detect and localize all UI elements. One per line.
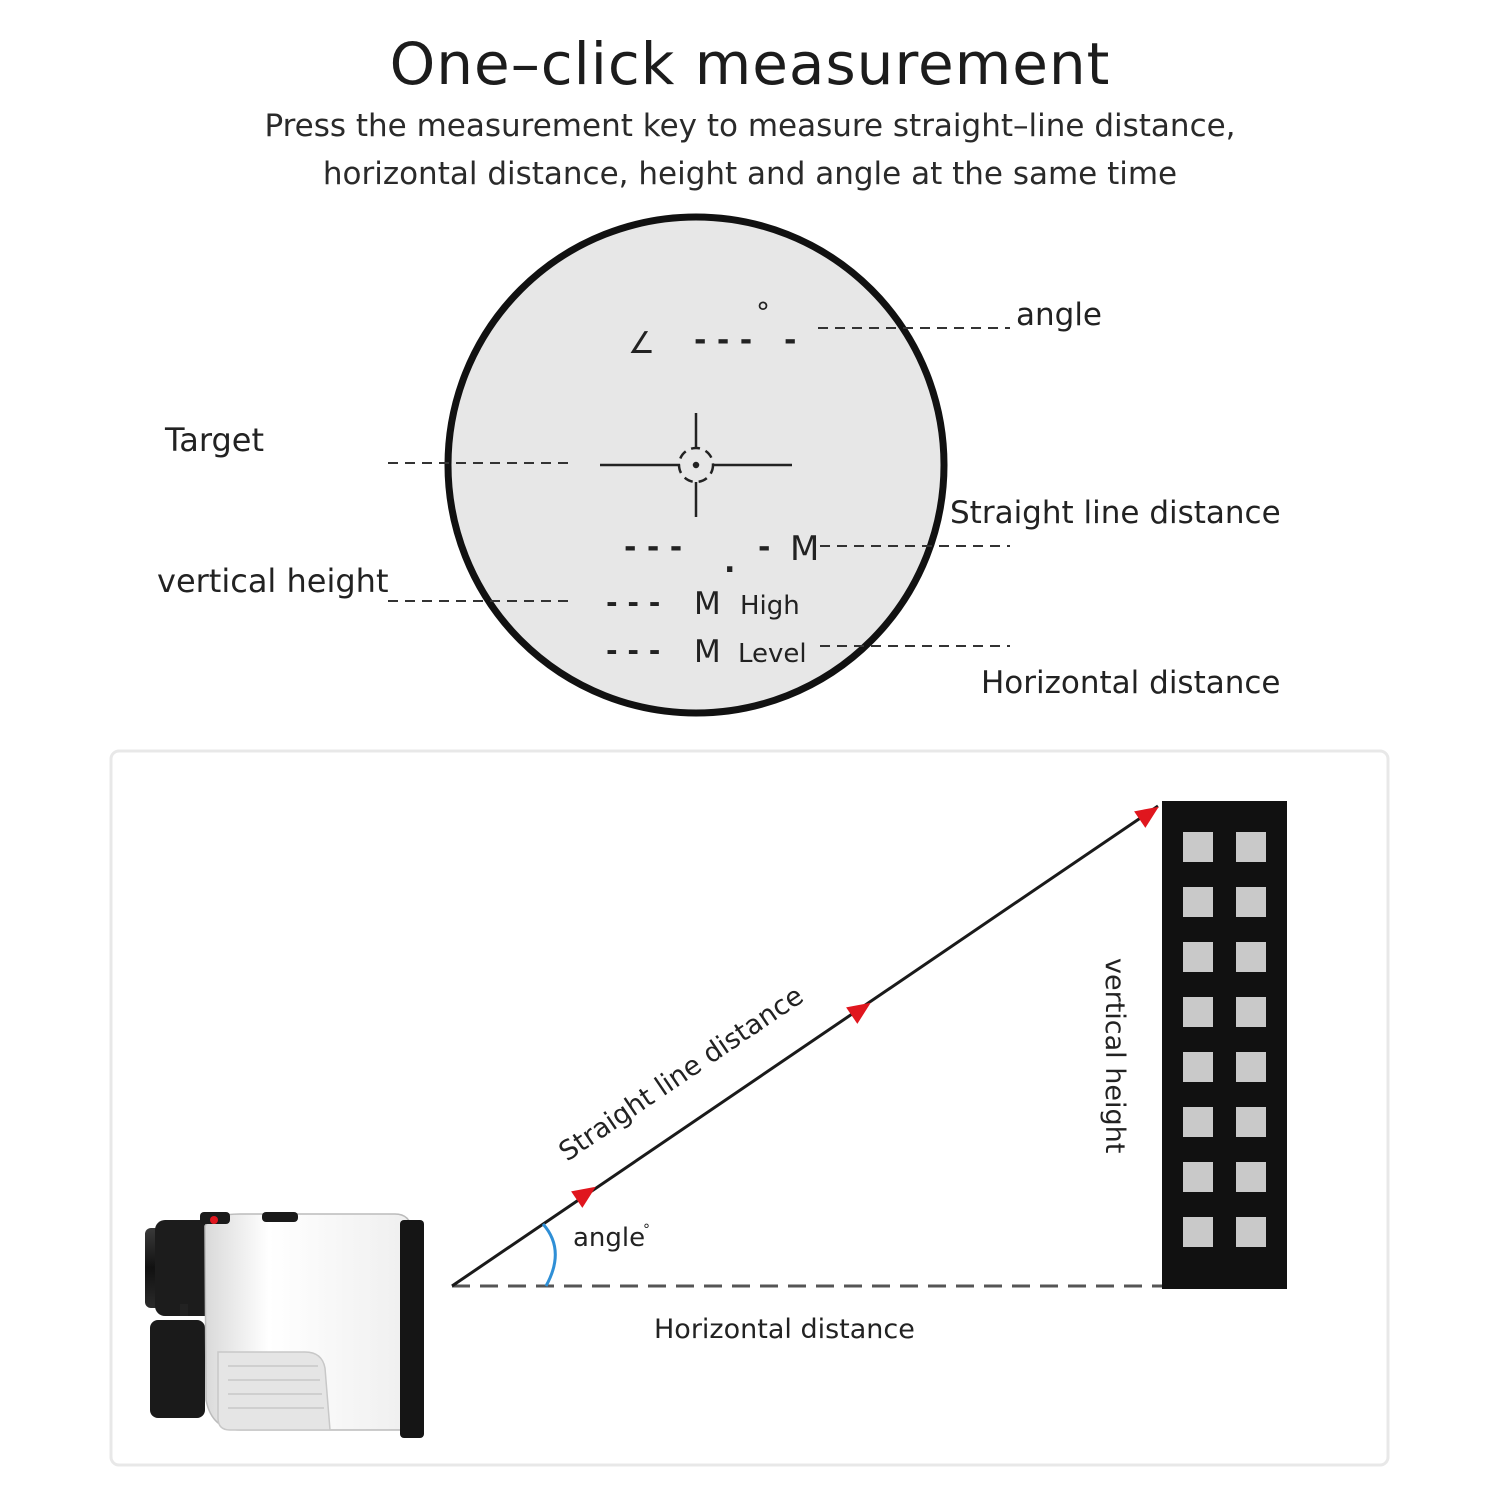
angle-arc-icon [541,1223,557,1287]
distance-decimal-digit: - [758,530,770,565]
height-unit: M [694,586,721,622]
angle-readout: - - - [694,323,752,358]
beam-arrow-icons [571,806,1159,1208]
label-target: Target [164,421,264,459]
building-window [1183,832,1213,862]
leader-lines [388,327,1010,647]
building-window [1236,942,1266,972]
rangefinder-device-icon [145,1212,424,1438]
building-window [1236,1217,1266,1247]
level-unit: M [694,634,721,670]
arrow-icon-3 [1134,806,1159,828]
label-horizontal-distance: Horizontal distance [981,665,1281,701]
building-window [1183,1217,1213,1247]
building-window [1183,1107,1213,1137]
building-window [1236,997,1266,1027]
subtitle-line-2: horizontal distance, height and angle at… [322,156,1178,192]
building-window [1183,887,1213,917]
building-window [1183,942,1213,972]
degree-symbol: ° [756,296,770,329]
label-vertical-height: vertical height [157,562,388,600]
building-window [1183,997,1213,1027]
page-subtitle: Press the measurement key to measure str… [0,102,1500,198]
angle-symbol: ∠ [628,326,655,361]
scene-label-horizontal: Horizontal distance [654,1314,915,1345]
arrow-icon-2 [846,1002,871,1024]
label-straight-line-distance: Straight line distance [950,495,1281,531]
distance-readout: - - - [624,530,682,565]
crosshair-icon [600,413,792,517]
angle-last-digit: - [784,323,796,358]
building-window [1183,1052,1213,1082]
scene-label-vertical: vertical height [1099,958,1130,1153]
viewfinder: ∠ - - - - ° - - - - . M - - - M High - -… [444,213,948,717]
decimal-point: . [724,545,735,580]
building-window [1236,1107,1266,1137]
height-tag: High [740,591,800,621]
building-window [1236,1162,1266,1192]
arrow-icon-1 [571,1186,596,1208]
straight-line-beam [451,804,1159,1288]
building-icon [1162,801,1287,1289]
building-window [1236,887,1266,917]
building-window [1236,1052,1266,1082]
height-readout: - - - [606,586,660,619]
label-angle: angle [1016,297,1102,333]
building-window [1183,1162,1213,1192]
distance-unit: M [790,529,819,569]
scene-label-angle-degree: ° [643,1222,650,1238]
subtitle-line-1: Press the measurement key to measure str… [264,108,1236,144]
building-window [1236,832,1266,862]
scene-label-angle: angle [573,1223,645,1253]
page-title: One–click measurement [389,30,1111,98]
level-readout: - - - [606,634,660,667]
level-tag: Level [738,639,807,669]
